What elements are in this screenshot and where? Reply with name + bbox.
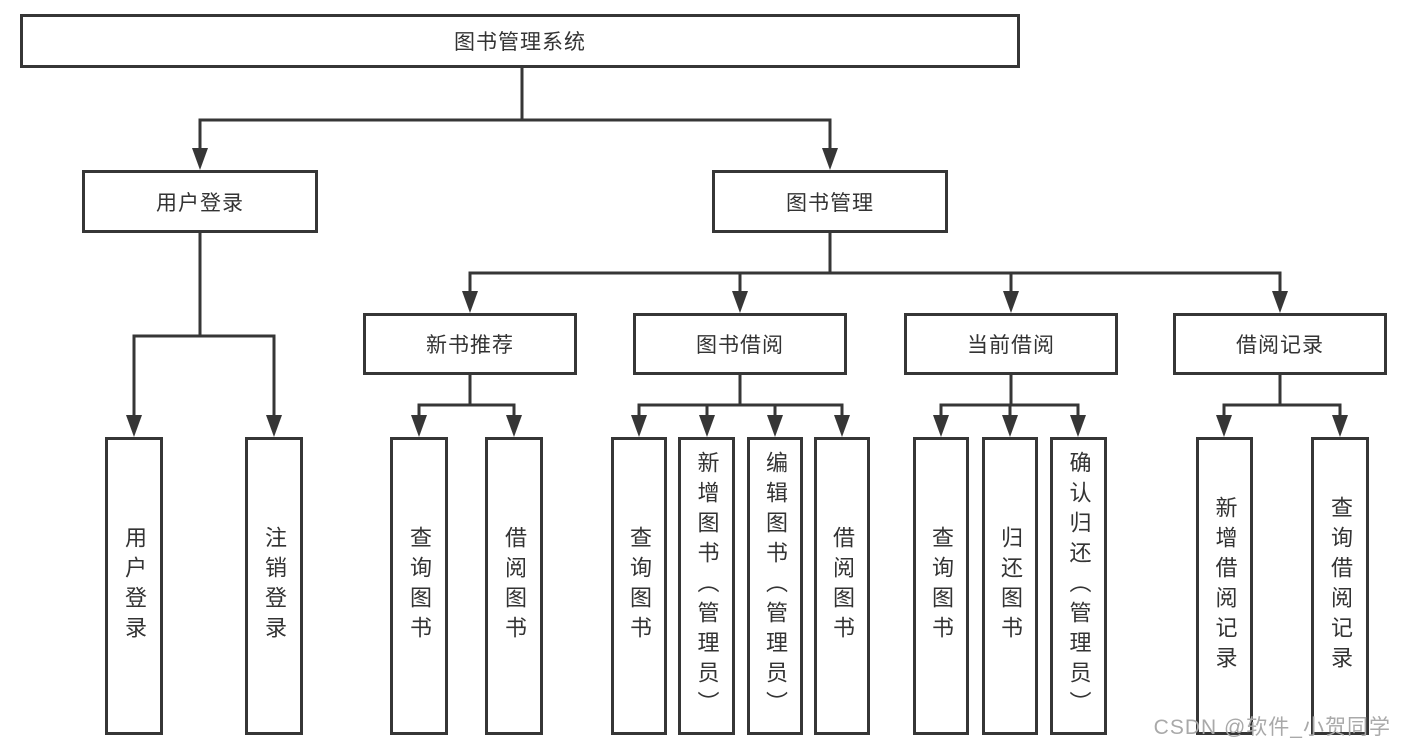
arrowhead bbox=[834, 415, 850, 437]
node-new-book-recommendation: 新书推荐 bbox=[363, 313, 577, 375]
arrowhead bbox=[462, 291, 478, 313]
leaf-confirm-return-admin: 确认归还（管理员） bbox=[1050, 437, 1107, 735]
arrowhead bbox=[1070, 415, 1086, 437]
node-borrowing-records: 借阅记录 bbox=[1173, 313, 1387, 375]
arrowhead bbox=[699, 415, 715, 437]
leaf-label: 查询图书 bbox=[929, 526, 954, 646]
connector-root-to-level2 bbox=[192, 66, 838, 170]
node-label: 图书管理系统 bbox=[454, 31, 586, 54]
leaf-label: 新增借阅记录 bbox=[1212, 496, 1238, 676]
arrowhead bbox=[1332, 415, 1348, 437]
arrowhead bbox=[411, 415, 427, 437]
leaf-label: 编辑图书（管理员） bbox=[763, 451, 788, 721]
arrowhead bbox=[732, 291, 748, 313]
leaf-label: 新增图书（管理员） bbox=[694, 451, 720, 721]
leaf-add-borrow-record: 新增借阅记录 bbox=[1196, 437, 1253, 735]
node-label: 图书管理 bbox=[786, 191, 874, 215]
leaf-label: 归还图书 bbox=[998, 526, 1023, 646]
arrowhead bbox=[631, 415, 647, 437]
node-user-login: 用户登录 bbox=[82, 170, 318, 233]
leaf-edit-books-admin: 编辑图书（管理员） bbox=[747, 437, 803, 735]
connector-current-borrowing-to-leaves bbox=[933, 373, 1086, 437]
arrowhead bbox=[1002, 415, 1018, 437]
leaf-label: 借阅图书 bbox=[502, 526, 527, 646]
arrowhead bbox=[192, 148, 208, 170]
leaf-user-login: 用户登录 bbox=[105, 437, 163, 735]
arrowhead bbox=[933, 415, 949, 437]
leaf-label: 确认归还（管理员） bbox=[1066, 451, 1092, 721]
node-label: 用户登录 bbox=[156, 191, 244, 215]
arrowhead bbox=[1003, 291, 1019, 313]
arrowhead bbox=[767, 415, 783, 437]
leaf-label: 注销登录 bbox=[262, 526, 287, 646]
arrowhead bbox=[1272, 291, 1288, 313]
connector-line bbox=[198, 66, 832, 154]
leaf-label: 查询图书 bbox=[407, 526, 432, 646]
connector-new-book-recommendation-to-leaves bbox=[411, 373, 522, 437]
leaf-logout: 注销登录 bbox=[245, 437, 303, 735]
node-label: 借阅记录 bbox=[1236, 334, 1324, 357]
connector-book-management-to-sections bbox=[462, 231, 1288, 313]
arrowhead bbox=[506, 415, 522, 437]
node-book-borrowing: 图书借阅 bbox=[633, 313, 847, 375]
connector-user-login-to-leaves bbox=[126, 231, 282, 437]
node-label: 图书借阅 bbox=[696, 334, 784, 357]
leaf-query-books-current: 查询图书 bbox=[913, 437, 969, 735]
leaf-label: 用户登录 bbox=[122, 526, 147, 646]
connector-line bbox=[468, 231, 1282, 297]
leaf-return-books: 归还图书 bbox=[982, 437, 1038, 735]
connector-line bbox=[1222, 373, 1342, 421]
arrowhead bbox=[822, 148, 838, 170]
node-current-borrowing: 当前借阅 bbox=[904, 313, 1118, 375]
connector-book-borrowing-to-leaves bbox=[631, 373, 850, 437]
leaf-borrow-books: 借阅图书 bbox=[814, 437, 870, 735]
arrowhead bbox=[266, 415, 282, 437]
leaf-label: 借阅图书 bbox=[830, 526, 855, 646]
arrowhead bbox=[126, 415, 142, 437]
node-library-management-system: 图书管理系统 bbox=[20, 14, 1020, 68]
node-label: 当前借阅 bbox=[967, 334, 1055, 357]
leaf-label: 查询借阅记录 bbox=[1328, 496, 1353, 676]
connector-line bbox=[132, 231, 276, 421]
connector-borrowing-records-to-leaves bbox=[1216, 373, 1348, 437]
leaf-query-books-borrowing: 查询图书 bbox=[611, 437, 667, 735]
leaf-label: 查询图书 bbox=[627, 526, 652, 646]
csdn-watermark: CSDN @软件_小贺同学 bbox=[1153, 716, 1391, 739]
leaf-query-books-recommend: 查询图书 bbox=[390, 437, 448, 735]
node-label: 新书推荐 bbox=[426, 334, 514, 357]
leaf-query-borrow-record: 查询借阅记录 bbox=[1311, 437, 1369, 735]
arrowhead bbox=[1216, 415, 1232, 437]
leaf-add-books-admin: 新增图书（管理员） bbox=[678, 437, 735, 735]
connector-line bbox=[417, 373, 516, 421]
connector-line bbox=[939, 373, 1080, 421]
connector-line bbox=[637, 373, 844, 421]
leaf-borrow-books-recommend: 借阅图书 bbox=[485, 437, 543, 735]
node-book-management: 图书管理 bbox=[712, 170, 948, 233]
